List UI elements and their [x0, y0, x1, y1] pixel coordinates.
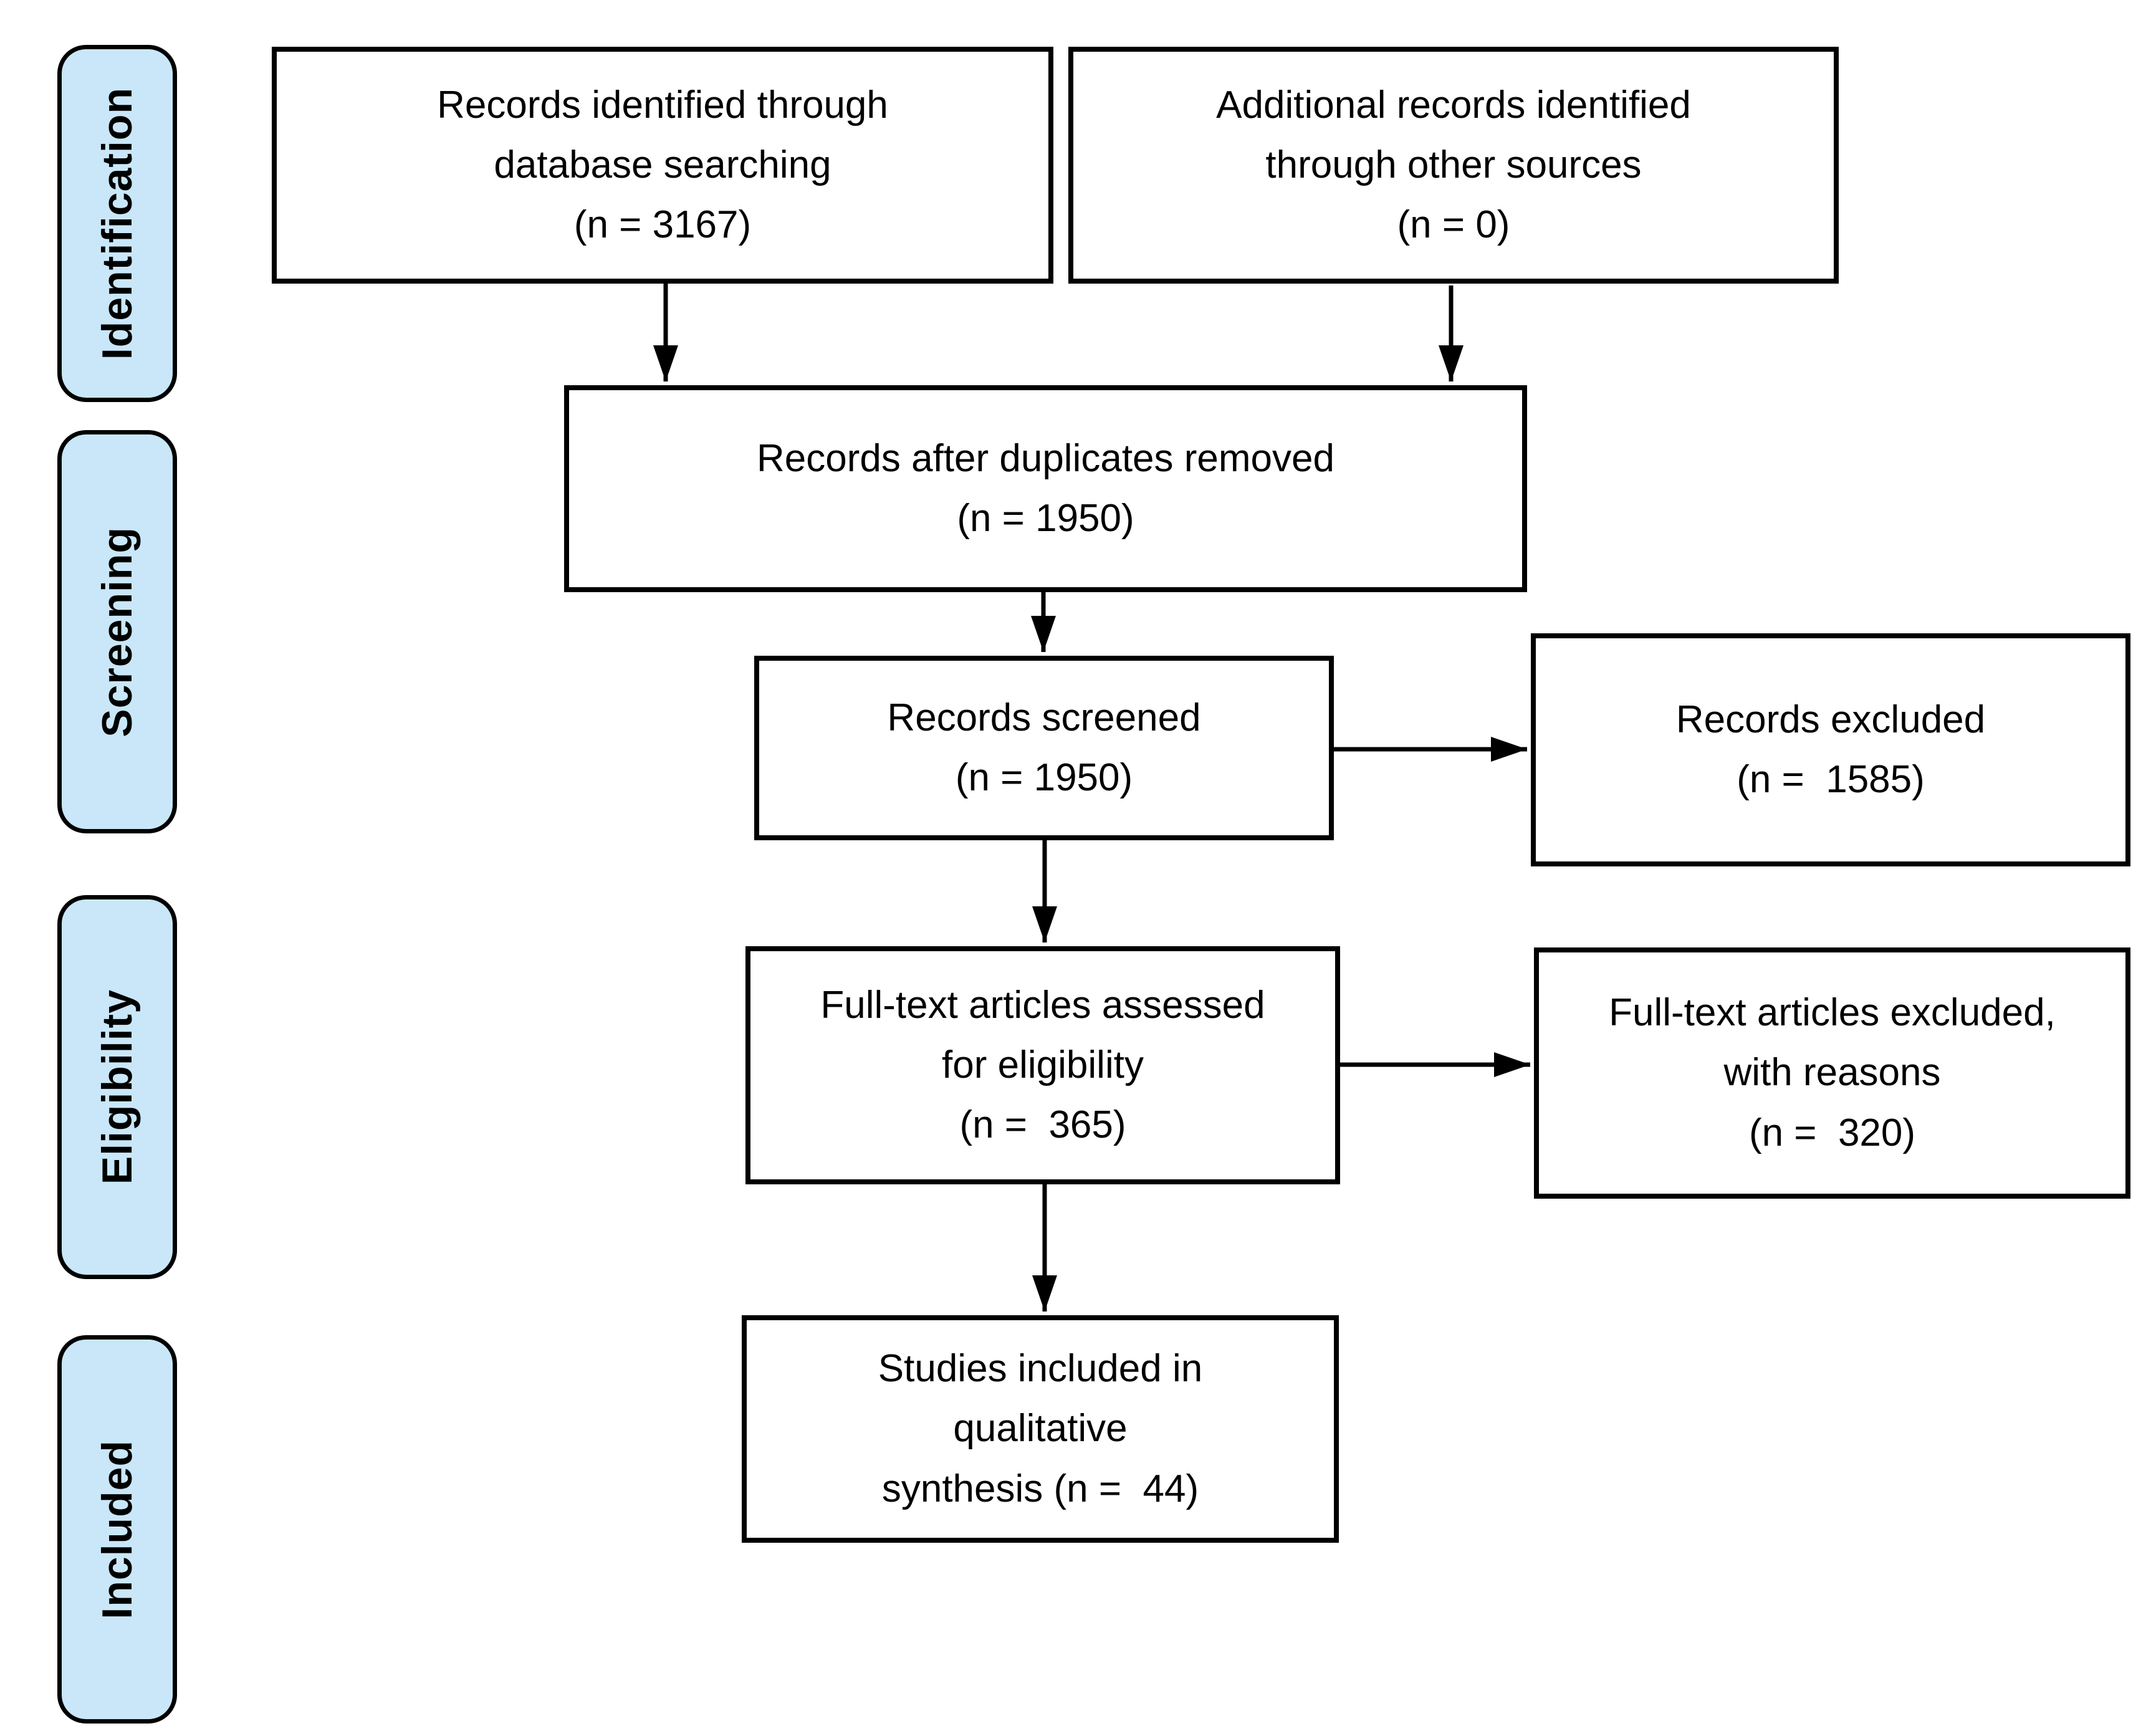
stage-label-screening-text: Screening [93, 526, 141, 737]
box-records-identified: Records identified through database sear… [272, 47, 1053, 284]
box-records-excluded: Records excluded (n = 1585) [1531, 633, 2130, 866]
stage-label-included: Included [57, 1335, 177, 1724]
stage-label-identification: Identification [57, 45, 177, 402]
stage-label-included-text: Included [93, 1439, 141, 1619]
box-fulltext-assessed: Full-text articles assessed for eligibil… [745, 946, 1340, 1184]
box-records-after-duplicates: Records after duplicates removed (n = 19… [564, 385, 1527, 592]
box-studies-included: Studies included in qualitative synthesi… [742, 1315, 1339, 1543]
stage-label-screening: Screening [57, 430, 177, 833]
stage-label-identification-text: Identification [93, 87, 141, 360]
stage-label-eligibility: Eligibility [57, 895, 177, 1279]
box-fulltext-excluded: Full-text articles excluded, with reason… [1534, 947, 2130, 1199]
box-additional-records: Additional records identified through ot… [1068, 47, 1839, 284]
stage-label-eligibility-text: Eligibility [93, 989, 141, 1185]
box-records-screened: Records screened (n = 1950) [754, 656, 1334, 840]
